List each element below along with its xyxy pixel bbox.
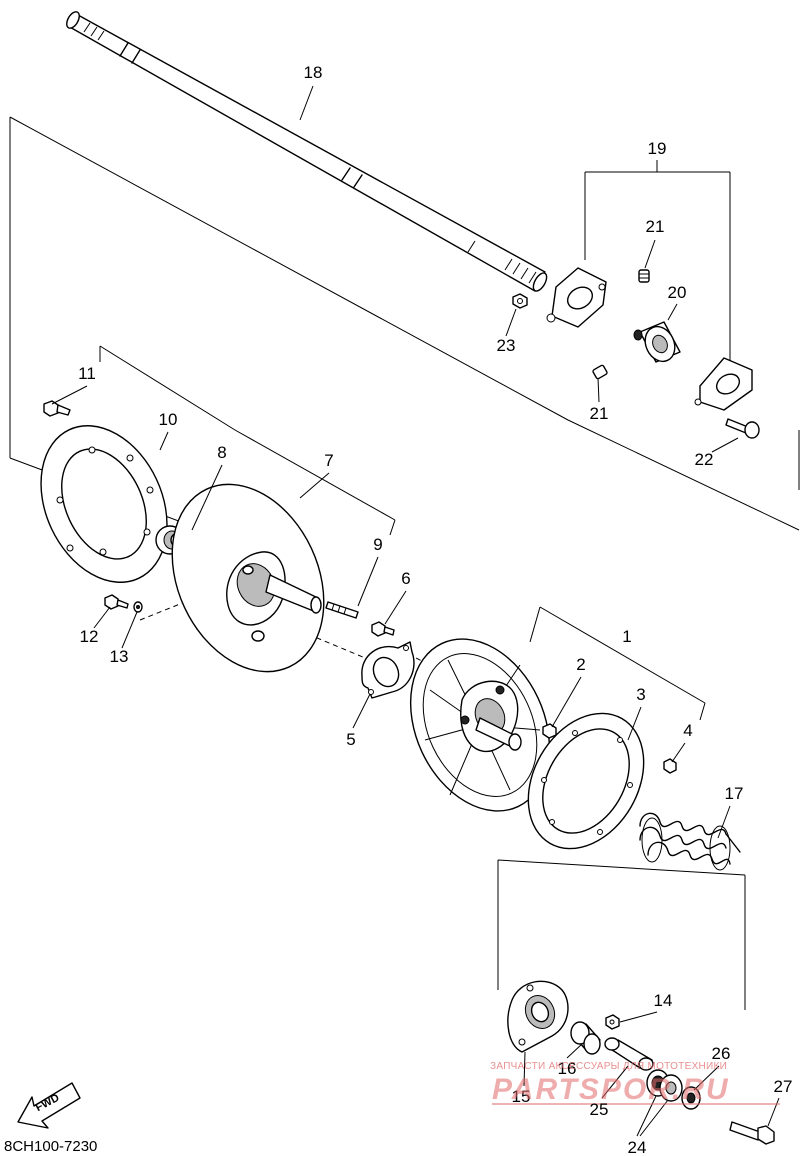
gasket-part-5 — [361, 641, 415, 699]
set-screw-part-21-top — [638, 269, 650, 283]
callout-9: 9 — [373, 535, 383, 554]
callout-13: 13 — [109, 647, 129, 666]
diagram-code: 8CH100-7230 — [4, 1138, 98, 1155]
callout-3: 3 — [636, 685, 646, 704]
assembly-bracket-lines — [9, 116, 800, 1010]
watermark-logo: PARTSPOR.RU — [492, 1073, 730, 1106]
callout-24: 24 — [627, 1138, 647, 1156]
collar-part-25 — [604, 1037, 654, 1071]
set-screw-part-21-bottom — [592, 364, 608, 380]
sheave-assembly-part-1 — [409, 638, 551, 812]
callout-11: 11 — [78, 364, 96, 383]
callout-27: 27 — [773, 1077, 793, 1096]
washer-part-24 — [646, 1069, 683, 1102]
leader-lines — [51, 85, 780, 1137]
bolt-part-22 — [725, 418, 760, 439]
callout-12: 12 — [79, 627, 99, 646]
bolt-part-27 — [729, 1121, 775, 1145]
callout-16: 16 — [557, 1059, 577, 1078]
callout-6: 6 — [401, 569, 411, 588]
callout-25: 25 — [589, 1100, 609, 1119]
nut-part-14 — [605, 1014, 620, 1030]
forward-direction-arrow — [17, 1082, 81, 1129]
bearing-housing-part-19 — [546, 267, 753, 411]
bolt-part-6 — [371, 621, 395, 637]
cover-plate-part-3 — [527, 712, 645, 850]
spring-part-17 — [639, 812, 741, 871]
cam-plate-part-15 — [507, 980, 569, 1053]
bolt-part-12 — [104, 594, 129, 610]
bolt-part-2 — [542, 723, 557, 739]
washer-part-13 — [133, 601, 143, 613]
callout-23: 23 — [496, 336, 516, 355]
callout-17: 17 — [724, 784, 744, 803]
callout-7: 7 — [324, 451, 334, 470]
callout-1: 1 — [622, 627, 632, 646]
callout-8: 8 — [217, 443, 227, 462]
callout-14: 14 — [653, 991, 673, 1010]
sheave-plate-part-10 — [40, 425, 168, 583]
shaft-part-18 — [66, 11, 548, 292]
callout-2: 2 — [576, 655, 586, 674]
callout-4: 4 — [683, 721, 693, 740]
callout-22: 22 — [694, 450, 714, 469]
nut-part-23 — [512, 293, 528, 309]
callout-21: 21 — [645, 217, 665, 236]
watermark-line-1: ЗАПЧАСТИ АКСЕССУАРЫ ДЛЯ МОТОТЕХНИКИ — [490, 1061, 728, 1072]
callout-10: 10 — [158, 410, 178, 429]
callout-5: 5 — [346, 730, 356, 749]
bearing-part-20 — [633, 321, 681, 363]
callout-18: 18 — [303, 63, 323, 82]
screw-part-4 — [663, 758, 677, 774]
bushing-part-16 — [570, 1021, 601, 1055]
callout-15: 15 — [511, 1087, 531, 1106]
callout-20: 20 — [667, 283, 687, 302]
callout-21: 21 — [589, 404, 609, 423]
bolt-part-11 — [43, 400, 71, 417]
sheave-part-7 — [171, 483, 325, 673]
stud-part-9 — [325, 601, 359, 619]
callout-26: 26 — [711, 1044, 731, 1063]
callout-19: 19 — [647, 139, 667, 158]
